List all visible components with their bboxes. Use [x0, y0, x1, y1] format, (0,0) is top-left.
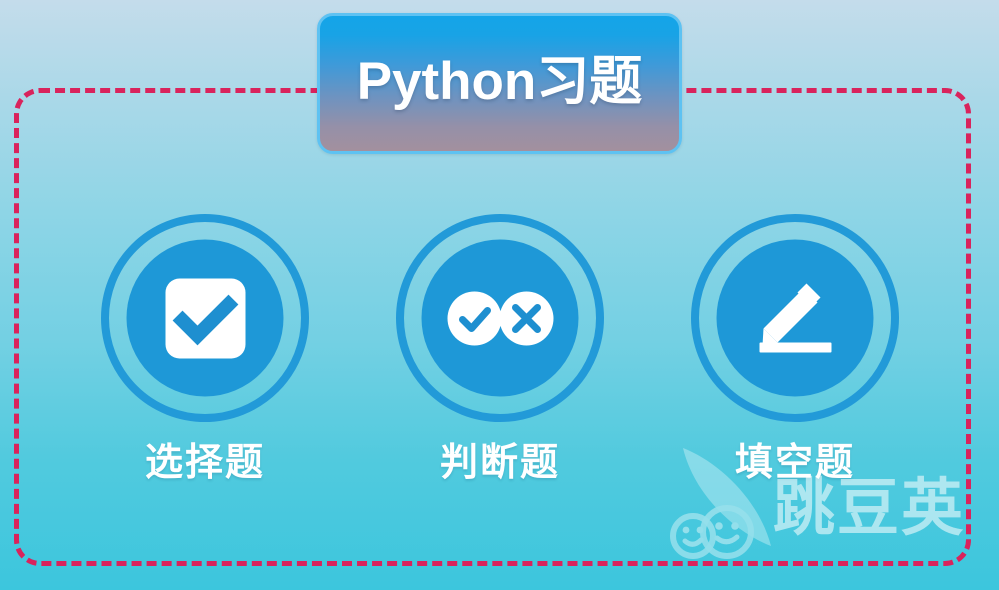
category-item-true-false[interactable]: 判断题 — [385, 214, 615, 486]
category-item-multiple-choice[interactable]: 选择题 — [90, 214, 320, 486]
icon-inner-disc — [126, 239, 284, 397]
pencil-underline-icon — [759, 283, 831, 352]
check-cross-circles-icon — [447, 291, 553, 345]
icon-inner-disc — [421, 239, 579, 397]
icon-inner-disc — [716, 239, 874, 397]
category-label: 填空题 — [734, 442, 855, 484]
checkbox-check-icon — [165, 278, 245, 358]
category-label: 选择题 — [144, 442, 265, 484]
page-title: Python习题 — [356, 52, 643, 111]
icon-outer-ring — [101, 214, 309, 422]
icon-outer-ring — [691, 214, 899, 422]
category-item-fill-in-blank[interactable]: 填空题 — [680, 214, 910, 486]
title-banner: Python习题 — [317, 13, 682, 154]
category-label: 判断题 — [439, 442, 560, 484]
icon-outer-ring — [396, 214, 604, 422]
